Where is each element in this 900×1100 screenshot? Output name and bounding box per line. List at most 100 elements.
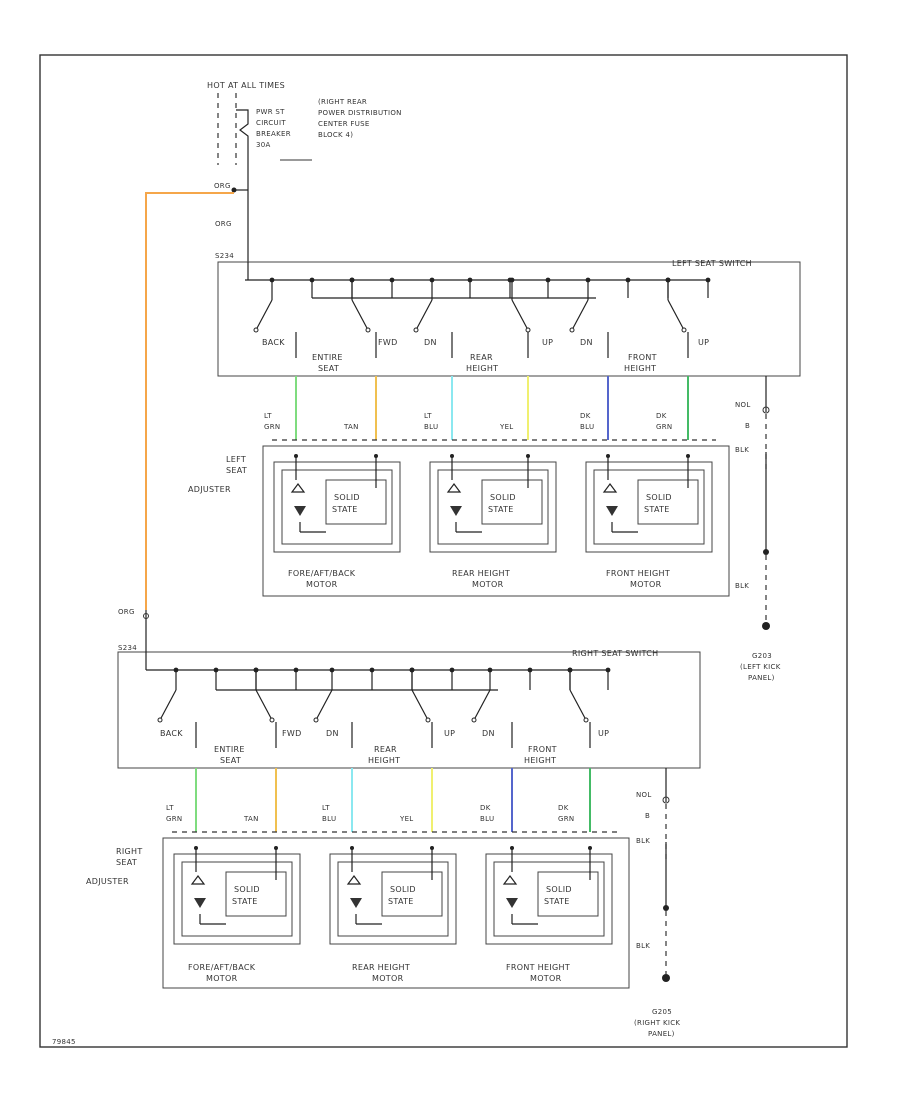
svg-text:ENTIRE: ENTIRE — [214, 745, 245, 754]
svg-text:UP: UP — [542, 338, 553, 347]
svg-text:FRONT HEIGHT: FRONT HEIGHT — [506, 963, 570, 972]
svg-text:HEIGHT: HEIGHT — [524, 756, 556, 765]
svg-text:S234: S234 — [215, 252, 234, 260]
motor-diode — [606, 506, 618, 516]
svg-text:(LEFT KICK: (LEFT KICK — [740, 663, 781, 671]
svg-text:CIRCUIT: CIRCUIT — [256, 119, 286, 127]
svg-text:SEAT: SEAT — [318, 364, 339, 373]
blade-pivot — [569, 327, 575, 333]
right-motor-labels: FORE/AFT/BACK MOTOR REAR HEIGHT MOTOR FR… — [188, 963, 570, 983]
motor-diode — [450, 506, 462, 516]
svg-text:FORE/AFT/BACK: FORE/AFT/BACK — [188, 963, 256, 972]
svg-text:FRONT HEIGHT: FRONT HEIGHT — [606, 569, 670, 578]
svg-text:FRONT: FRONT — [628, 353, 657, 362]
switch-blade — [315, 689, 333, 721]
motor-inner — [437, 469, 549, 545]
svg-text:DN: DN — [580, 338, 593, 347]
switch-blade — [415, 299, 433, 331]
svg-text:NOL: NOL — [735, 401, 751, 409]
switch-blade — [255, 689, 273, 721]
svg-text:BREAKER: BREAKER — [256, 130, 291, 138]
connector-pin — [430, 846, 434, 850]
solid-state-label: STATE — [232, 897, 258, 906]
svg-text:PWR ST: PWR ST — [256, 108, 285, 116]
svg-text:RIGHT: RIGHT — [116, 847, 143, 856]
svg-text:TAN: TAN — [243, 815, 259, 823]
solid-state-box — [325, 479, 387, 525]
left-motor-labels: FORE/AFT/BACK MOTOR REAR HEIGHT MOTOR FR… — [288, 569, 670, 589]
connector-pin — [194, 846, 198, 850]
motor-inner — [181, 861, 293, 937]
svg-text:30A: 30A — [256, 141, 271, 149]
svg-text:BLU: BLU — [480, 815, 494, 823]
blade-pivot — [413, 327, 419, 333]
svg-text:BLK: BLK — [735, 446, 749, 454]
contact-node — [429, 277, 435, 283]
svg-text:FWD: FWD — [378, 338, 398, 347]
contact-node — [329, 667, 335, 673]
svg-text:ENTIRE: ENTIRE — [312, 353, 343, 362]
left-seat-switch: LEFT SEAT SWITCH — [217, 259, 801, 377]
switch-blade — [411, 689, 429, 721]
switch-blade — [511, 299, 529, 331]
figure-id: 79845 — [52, 1038, 76, 1046]
svg-text:MOTOR: MOTOR — [306, 580, 338, 589]
connector-pin — [606, 454, 610, 458]
svg-text:DN: DN — [326, 729, 339, 738]
solid-state-label: STATE — [388, 897, 414, 906]
switch-blade — [571, 299, 589, 331]
solid-state-label: SOLID — [390, 885, 416, 894]
switch-blade — [569, 689, 587, 721]
switch-blade — [159, 689, 177, 721]
svg-text:HEIGHT: HEIGHT — [624, 364, 656, 373]
svg-text:MOTOR: MOTOR — [372, 974, 404, 983]
svg-text:ORG: ORG — [215, 220, 232, 228]
blade-pivot — [253, 327, 259, 333]
svg-text:GRN: GRN — [264, 423, 280, 431]
svg-text:PANEL): PANEL) — [648, 1030, 675, 1038]
svg-text:DK: DK — [580, 412, 591, 420]
motor-inner — [337, 861, 449, 937]
right-wires: LT GRN TAN LT BLU YEL DK BLU DK GRN — [166, 768, 591, 832]
svg-text:BLU: BLU — [322, 815, 336, 823]
svg-text:LT: LT — [424, 412, 432, 420]
motor-housing — [273, 461, 401, 553]
diagram-frame — [39, 54, 848, 1048]
svg-text:G205: G205 — [652, 1008, 672, 1016]
svg-text:HEIGHT: HEIGHT — [368, 756, 400, 765]
blade-pivot — [681, 327, 687, 333]
svg-text:BLK: BLK — [636, 837, 650, 845]
svg-text:BACK: BACK — [160, 729, 183, 738]
right-ground-path: NOL B BLK BLK G205 (RIGHT KICK PANEL) — [634, 768, 680, 1038]
solid-state-box — [537, 871, 599, 917]
motor-diode — [194, 898, 206, 908]
svg-text:RIGHT SEAT SWITCH: RIGHT SEAT SWITCH — [572, 649, 658, 658]
switch-blade — [667, 299, 685, 331]
blade-pivot — [525, 327, 531, 333]
svg-text:BLOCK 4): BLOCK 4) — [318, 131, 353, 139]
svg-text:MOTOR: MOTOR — [530, 974, 562, 983]
motor-housing — [585, 461, 713, 553]
left-ground-path: NOL B BLK BLK G203 (LEFT KICK PANEL) — [735, 376, 781, 682]
motor-symbol — [446, 483, 462, 493]
switch-blade — [473, 689, 491, 721]
svg-text:DK: DK — [558, 804, 569, 812]
left-seat-group-labels: ENTIRE SEAT REAR HEIGHT FRONT HEIGHT — [312, 353, 657, 373]
connector-pin — [588, 846, 592, 850]
svg-text:REAR HEIGHT: REAR HEIGHT — [352, 963, 410, 972]
svg-text:NOL: NOL — [636, 791, 652, 799]
solid-state-box — [481, 479, 543, 525]
svg-text:BLU: BLU — [424, 423, 438, 431]
svg-text:SEAT: SEAT — [116, 858, 137, 867]
contact-node — [487, 667, 493, 673]
right-seat-adjuster: RIGHT SEAT ADJUSTER — [86, 837, 630, 989]
svg-text:(RIGHT REAR: (RIGHT REAR — [318, 98, 367, 106]
motor-housing — [329, 853, 457, 945]
contact-node — [173, 667, 179, 673]
left-seat-adjuster: LEFT SEAT ADJUSTER — [188, 445, 730, 597]
blade-pivot — [425, 717, 431, 723]
svg-text:HEIGHT: HEIGHT — [466, 364, 498, 373]
svg-text:DK: DK — [480, 804, 491, 812]
blade-pivot — [269, 717, 275, 723]
